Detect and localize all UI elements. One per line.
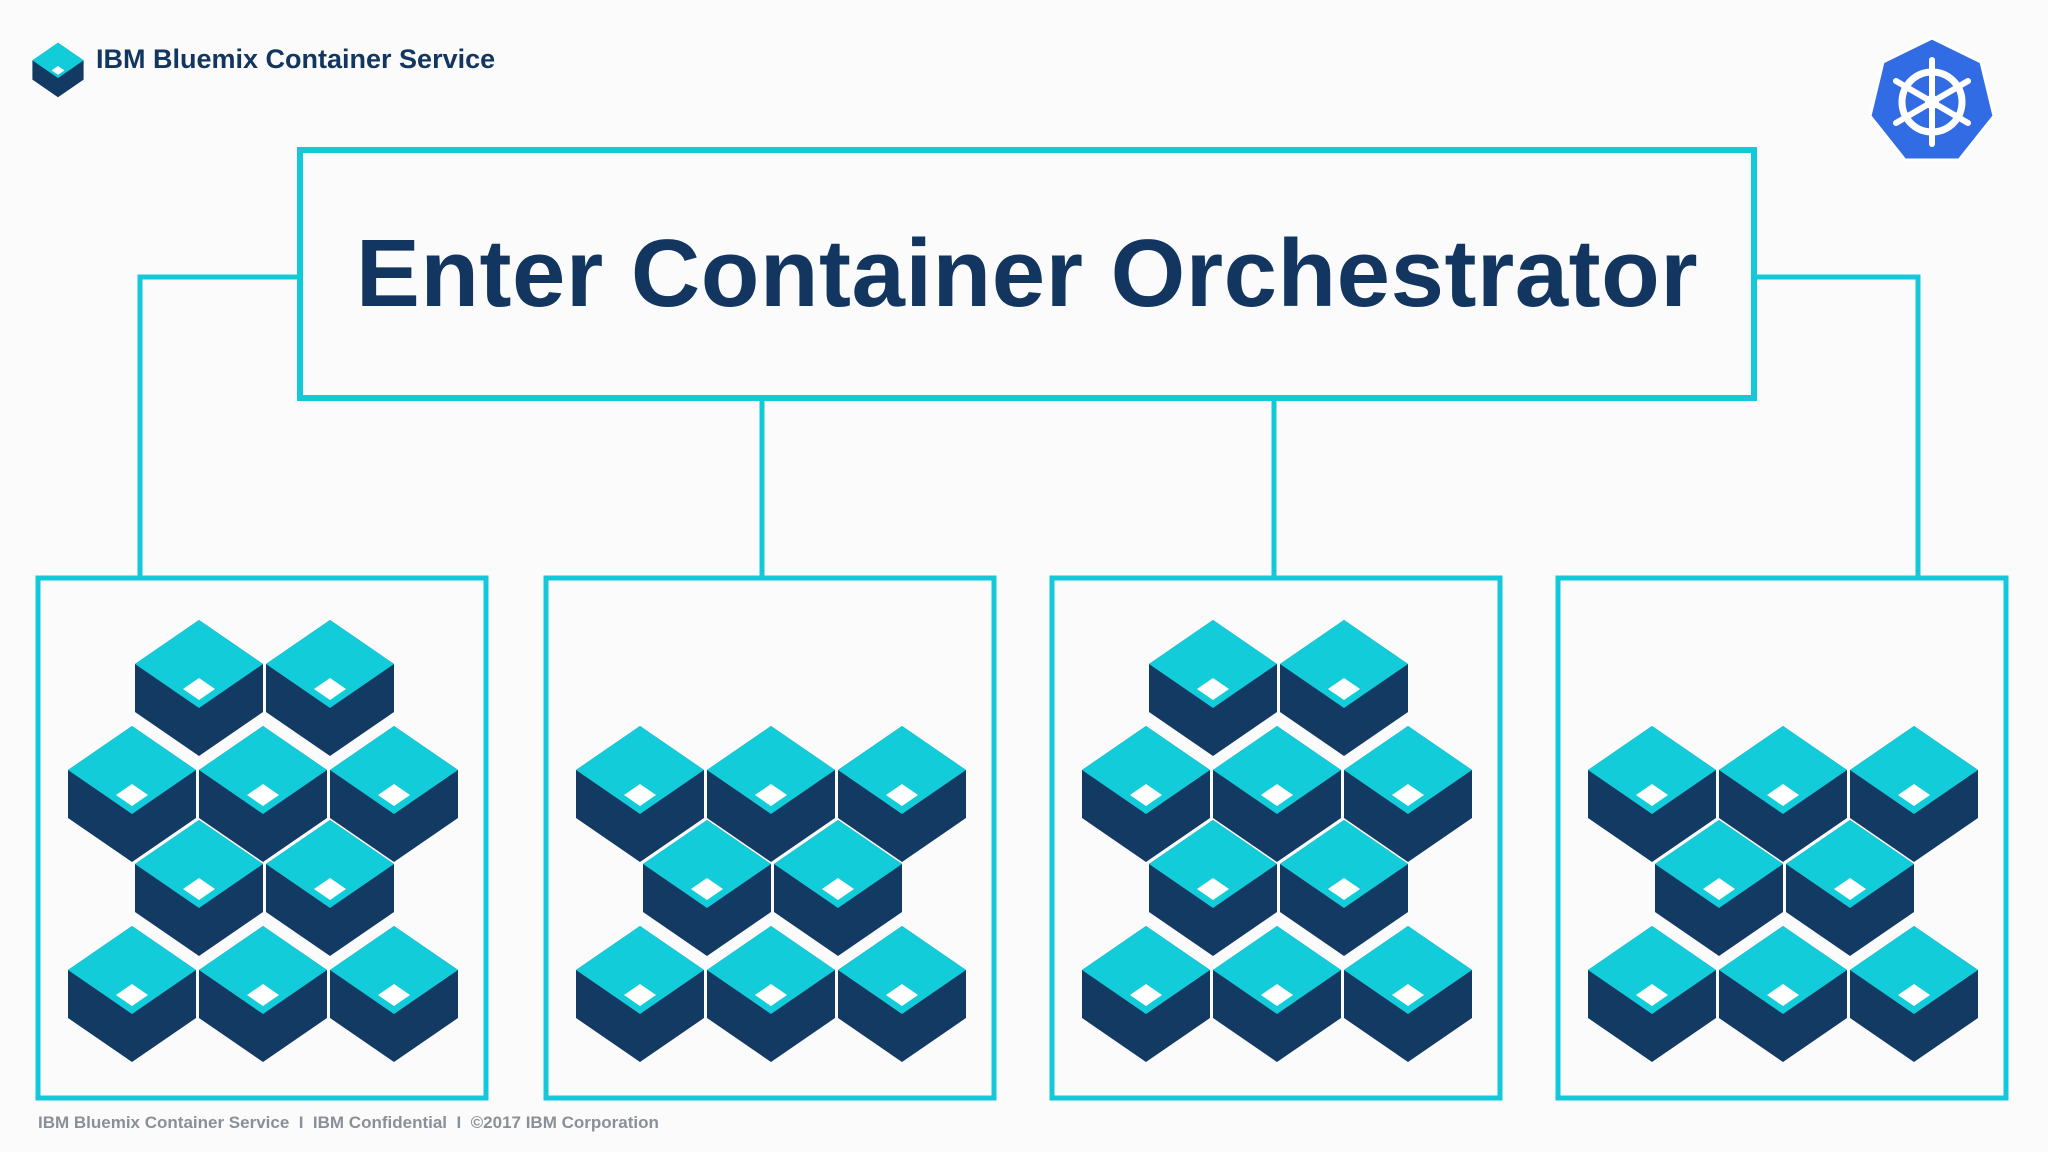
node-1 — [35, 575, 489, 1101]
connector-node-4 — [1754, 274, 1921, 578]
connector-node-1 — [137, 274, 300, 578]
node-2 — [543, 575, 997, 1101]
brand-name: IBM Bluemix Container Service — [96, 44, 496, 74]
page-title: Enter Container Orchestrator — [355, 220, 1699, 327]
node-boxes — [35, 575, 2009, 1101]
cube-icon — [32, 42, 84, 98]
orchestrator-box — [297, 147, 1757, 401]
node-4 — [1555, 575, 2009, 1101]
node-3 — [1049, 575, 1503, 1101]
connector-lines — [137, 274, 1921, 578]
kubernetes-helm-icon — [1868, 36, 1996, 162]
footer-text: IBM Bluemix Container Service I IBM Conf… — [38, 1113, 659, 1132]
